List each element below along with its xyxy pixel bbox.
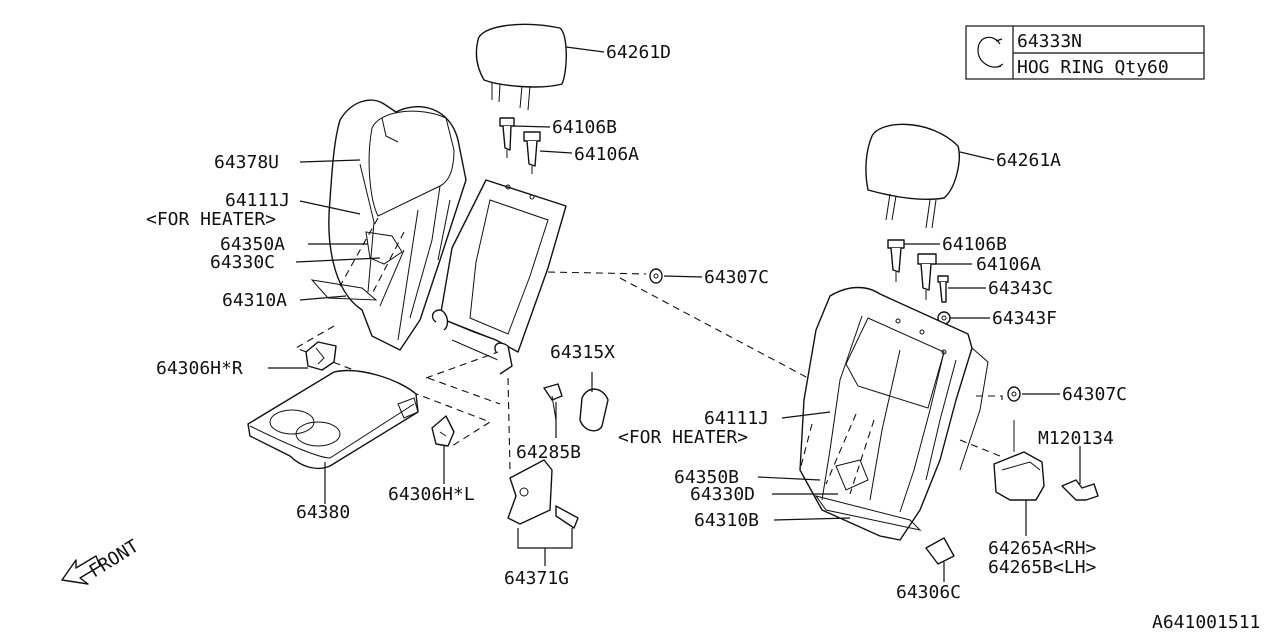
bolt-64343c [937,275,949,303]
callout-64106a-left: 64106A [574,144,639,165]
callout-64380: 64380 [296,502,350,523]
headrest-guide-right-a [917,253,937,300]
callout-64265b: 64265B<LH> [988,557,1097,578]
callout-64306h-r: 64306H*R [156,358,243,379]
callout-64306h-l: 64306H*L [388,484,475,505]
callout-64306c: 64306C [896,582,961,603]
callout-64371g: 64371G [504,568,569,589]
callout-64310b: 64310B [694,510,759,531]
callout-64350b: 64350B [674,467,739,488]
callout-m120134: M120134 [1038,428,1114,449]
callout-64261d: 64261D [606,42,671,63]
legend-description: HOG RING Qty60 [1017,57,1169,78]
callout-64111j-left: 64111J [225,190,290,211]
headrest-left [475,23,567,111]
callout-64315x: 64315X [550,342,615,363]
callout-64261a: 64261A [996,150,1061,171]
figure-id: A641001511 [1152,612,1260,633]
callout-64307c-left: 64307C [704,267,769,288]
cover-64315x [579,388,609,432]
headrest-guide-left-a [523,131,541,174]
callout-64343c: 64343C [988,278,1053,299]
callout-64307c-right: 64307C [1062,384,1127,405]
callout-64106b-left: 64106B [552,117,617,138]
clip-64307c-left [649,268,663,284]
hook-64306h-r [305,341,337,371]
armrest-64380 [247,369,419,470]
legend-box: 64333N HOG RING Qty60 [965,25,1205,80]
seat-back-pad-left [310,99,467,351]
callout-64330c: 64330C [210,252,275,273]
front-label: FRONT [86,536,143,583]
callout-64378u: 64378U [214,152,279,173]
callout-64343f: 64343F [992,308,1057,329]
headrest-right [865,123,960,229]
clip-64307c-right [1007,386,1021,402]
callout-for-heater-left: <FOR HEATER> [146,209,276,230]
headrest-guide-left-b [499,117,515,158]
hook-64306h-l [431,415,455,447]
callout-64106a-right: 64106A [976,254,1041,275]
legend-part-number: 64333N [1017,31,1082,52]
bolt-64285b [543,383,563,421]
callout-64265a: 64265A<RH> [988,538,1097,559]
hog-ring-icon [977,36,1004,68]
callout-for-heater-right: <FOR HEATER> [618,427,748,448]
callout-64310a: 64310A [222,290,287,311]
seat-back-right [799,286,989,541]
headrest-guide-right-b [887,239,905,282]
front-arrow-icon [61,555,101,585]
callout-64350a: 64350A [220,234,285,255]
pin-64306c [925,537,955,565]
callout-64106b-right: 64106B [942,234,1007,255]
callout-64111j-right: 64111J [704,408,769,429]
callout-64285b: 64285B [516,442,581,463]
seat-back-frame-left [431,179,567,375]
callout-64330d: 64330D [690,484,755,505]
latch-64265 [993,420,1045,536]
bracket-64371g [507,459,579,529]
bolt-m120134 [1061,479,1099,501]
